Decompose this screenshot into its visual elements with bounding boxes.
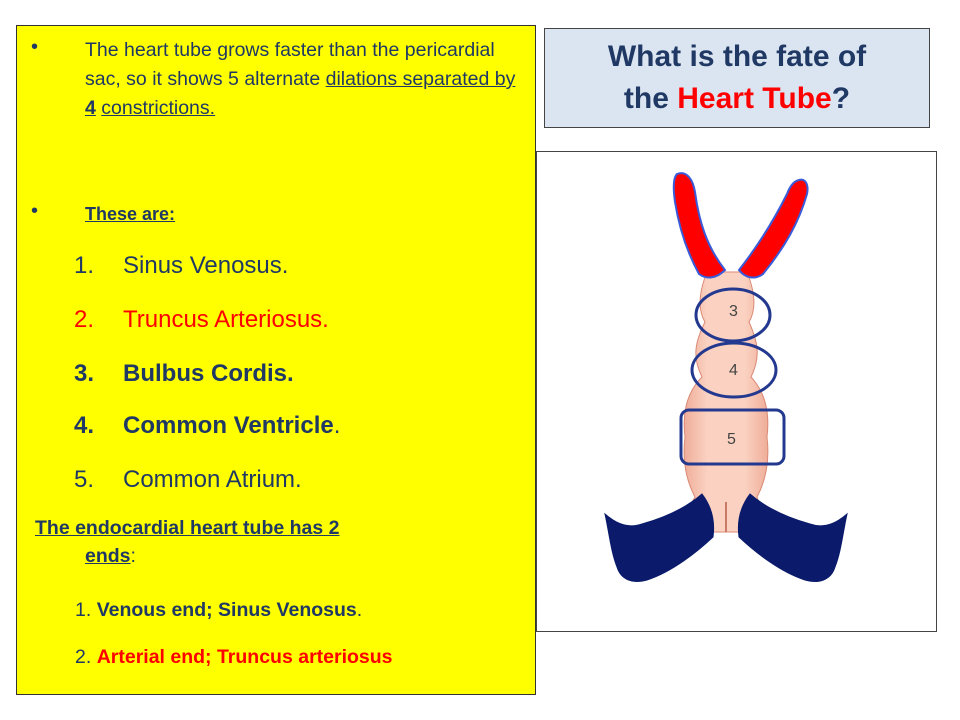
endocardial-note: The endocardial heart tube has 2 ends: [35, 514, 525, 570]
title-line-1: What is the fate of [607, 40, 867, 73]
atrium-ring [679, 408, 786, 466]
venous-left-horn [604, 493, 715, 582]
end-number: 1. [75, 599, 97, 621]
ends-word: ends [85, 545, 131, 567]
arterial-right-arm [737, 178, 809, 279]
end-number: 2. [75, 646, 97, 668]
venous-end-label: Venous end; Sinus Venosus [96, 599, 357, 621]
list-number: 4. [74, 412, 95, 439]
title-suffix: ? [831, 82, 851, 115]
bulbus-cordis-ring [694, 287, 772, 343]
label-3: 3 [729, 303, 738, 320]
venous-end-tail: . [356, 599, 363, 621]
slide-title-box: What is the fate of the Heart Tube? [544, 28, 930, 128]
growth-text: The heart tube grows faster than the per… [85, 39, 495, 90]
heart-tube-illustration: 3 4 5 [604, 172, 848, 582]
list-number: 2. [74, 306, 95, 333]
list-number: 3. [74, 360, 95, 387]
list-number: 1. [74, 252, 95, 279]
list-item-2: 2. Truncus Arteriosus. [74, 306, 329, 334]
list-item-5: 5. Common Atrium. [74, 466, 302, 494]
label-4: 4 [729, 362, 738, 379]
title-highlight: Heart Tube [677, 82, 832, 115]
list-item-3: 3. Bulbus Cordis. [74, 360, 294, 388]
title-line-2: the Heart Tube? [545, 78, 929, 120]
list-label: Bulbus Cordis. [123, 360, 294, 387]
bullet-marker: • [31, 36, 39, 58]
bullet-growth-text: The heart tube grows faster than the per… [85, 36, 525, 123]
these-are-label: These are: [85, 204, 176, 224]
constrictions-word: constrictions. [101, 97, 216, 119]
these-are-text: These are: [85, 200, 525, 229]
label-5: 5 [727, 431, 736, 448]
endocardial-line: The endocardial heart tube has 2 [35, 517, 340, 539]
venous-right-horn [737, 493, 848, 582]
venous-end: 1. Venous end; Sinus Venosus. [75, 599, 362, 622]
text-panel: • The heart tube grows faster than the p… [16, 25, 536, 695]
constriction-count: 4 [85, 97, 96, 119]
list-item-4: 4. Common Ventricle. [74, 412, 340, 440]
title-prefix: the [623, 82, 678, 115]
list-label: Truncus Arteriosus. [123, 306, 329, 333]
ends-colon: : [130, 545, 136, 567]
heart-tube-figure: 3 4 5 [536, 151, 937, 632]
ventricle-ring [690, 341, 778, 399]
list-label: Common Atrium. [123, 466, 302, 493]
arterial-end-label: Arterial end; Truncus arteriosus [96, 646, 393, 668]
list-label: Sinus Venosus. [123, 252, 289, 279]
list-item-1: 1. Sinus Venosus. [74, 252, 288, 280]
list-label: Common Ventricle [123, 412, 334, 439]
arterial-left-arm [672, 172, 727, 279]
growth-underlined: dilations separated by [325, 68, 516, 90]
list-suffix: . [333, 412, 341, 439]
list-number: 5. [74, 466, 95, 493]
bullet-marker: • [31, 200, 39, 222]
arterial-end: 2. Arterial end; Truncus arteriosus [75, 646, 393, 669]
